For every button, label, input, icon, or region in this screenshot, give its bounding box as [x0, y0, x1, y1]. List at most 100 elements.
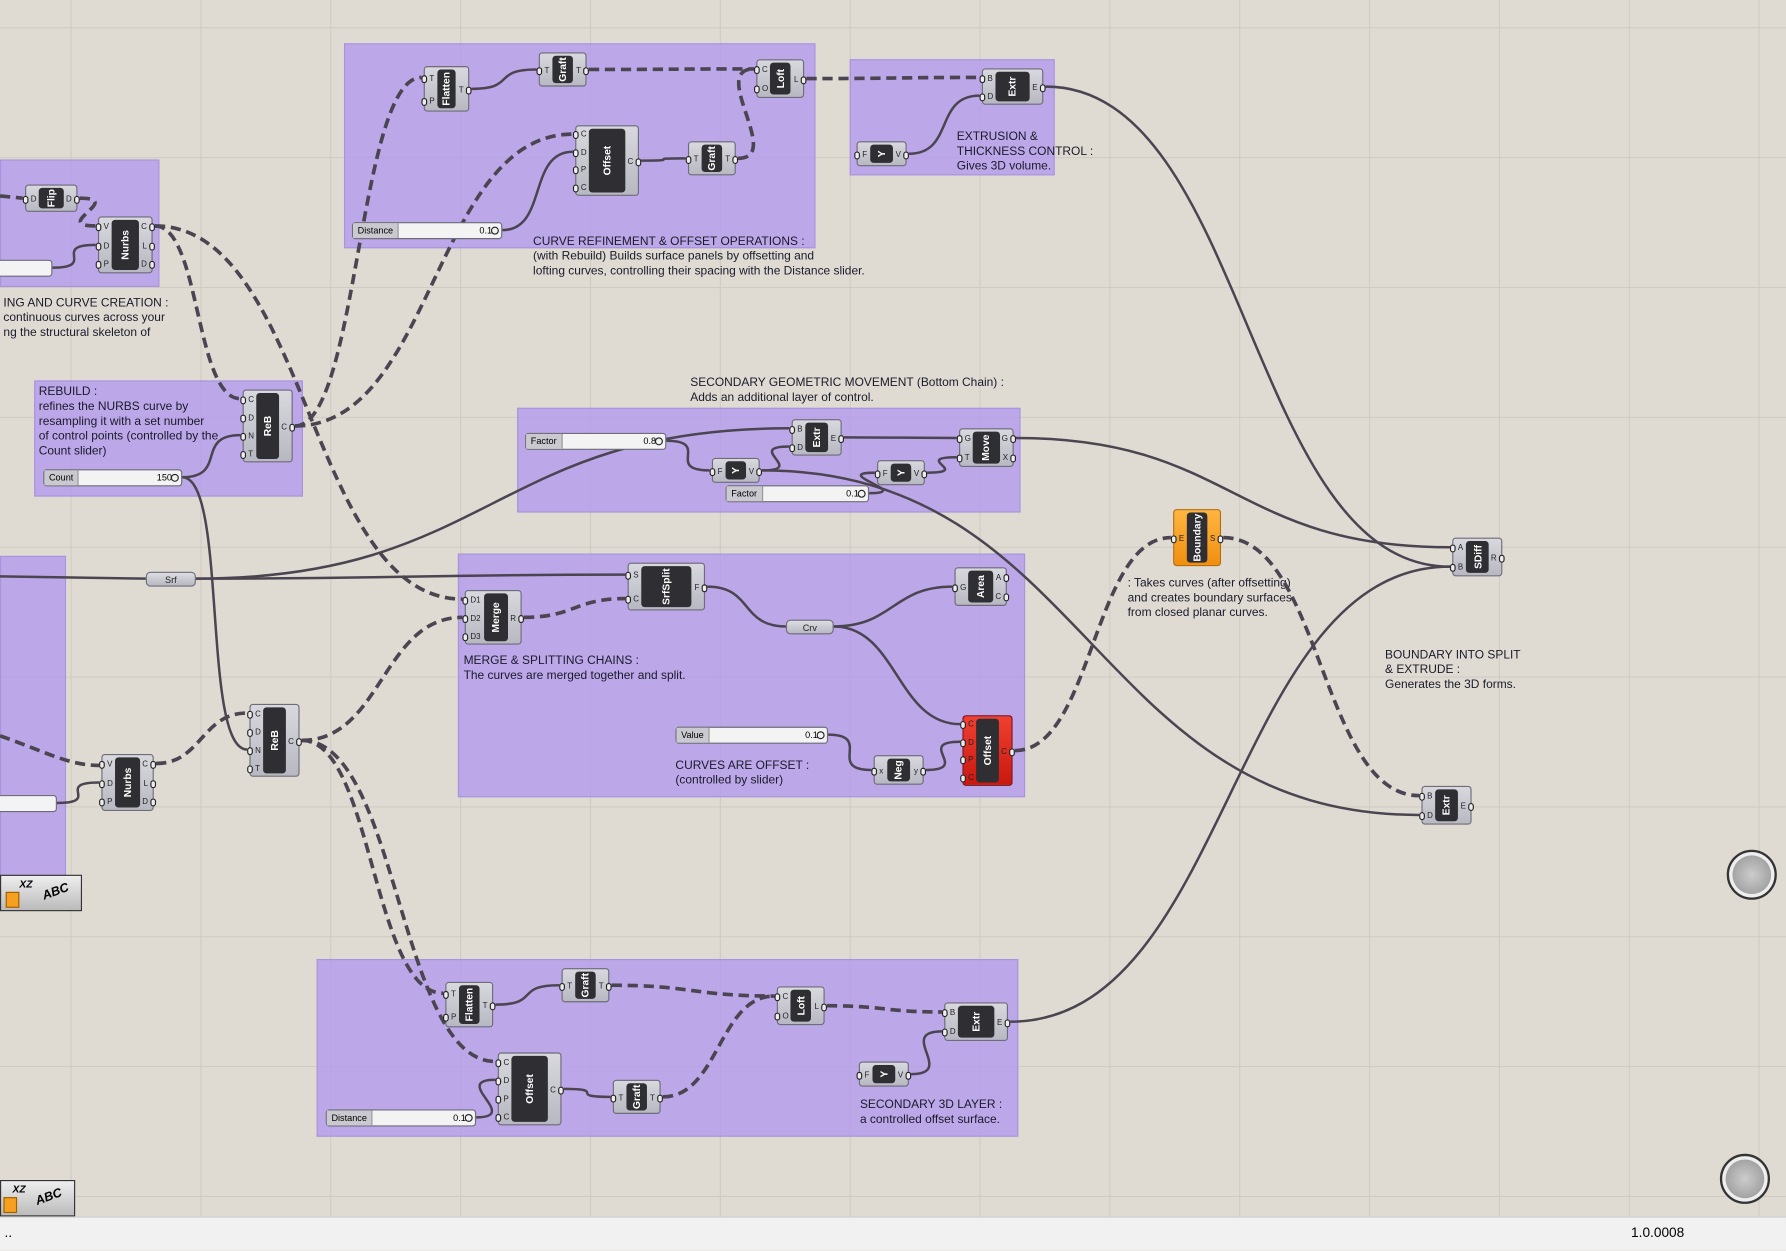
input-grip[interactable] [495, 1095, 502, 1104]
input-grip[interactable] [559, 982, 565, 991]
output-grip[interactable] [756, 467, 762, 476]
input-grip[interactable] [572, 166, 579, 175]
param-crv[interactable]: Crv [785, 619, 834, 635]
output-grip[interactable] [1009, 747, 1015, 756]
slider-knob-icon[interactable] [654, 437, 663, 446]
output-grip[interactable] [558, 1086, 564, 1095]
output-grip[interactable] [903, 150, 909, 159]
slider-knob-icon[interactable] [464, 1113, 473, 1122]
input-grip[interactable] [874, 469, 881, 478]
navigation-compass-icon[interactable] [1726, 849, 1777, 900]
input-grip[interactable] [1170, 534, 1177, 543]
output-grip[interactable] [1003, 593, 1010, 602]
input-grip[interactable] [572, 131, 579, 140]
input-grip[interactable] [856, 1071, 863, 1080]
input-grip[interactable] [854, 150, 860, 159]
input-grip[interactable] [240, 432, 247, 441]
input-grip[interactable] [960, 774, 966, 783]
input-grip[interactable] [247, 728, 253, 737]
input-grip[interactable] [247, 746, 253, 755]
input-grip[interactable] [462, 632, 469, 641]
output-grip[interactable] [1003, 574, 1010, 583]
input-grip[interactable] [495, 1058, 502, 1067]
output-grip[interactable] [1004, 1018, 1011, 1027]
slider-left2[interactable] [0, 795, 57, 813]
input-grip[interactable] [495, 1076, 502, 1085]
slider-knob-icon[interactable] [816, 731, 825, 740]
output-grip[interactable] [920, 767, 927, 776]
input-grip[interactable] [421, 97, 428, 106]
output-grip[interactable] [518, 614, 524, 623]
input-grip[interactable] [1419, 792, 1425, 801]
input-grip[interactable] [99, 760, 105, 769]
input-grip[interactable] [95, 242, 102, 251]
output-grip[interactable] [800, 75, 807, 84]
input-grip[interactable] [610, 1094, 617, 1102]
output-grip[interactable] [150, 760, 157, 769]
output-grip[interactable] [150, 798, 157, 807]
input-grip[interactable] [956, 435, 963, 444]
output-grip[interactable] [1217, 534, 1224, 543]
output-grip[interactable] [149, 223, 155, 232]
input-grip[interactable] [462, 596, 469, 605]
output-grip[interactable] [921, 469, 928, 478]
input-grip[interactable] [536, 66, 543, 75]
input-grip[interactable] [960, 721, 966, 730]
input-grip[interactable] [685, 155, 692, 164]
input-grip[interactable] [443, 1013, 449, 1022]
input-grip[interactable] [871, 767, 878, 776]
output-grip[interactable] [289, 423, 296, 432]
input-grip[interactable] [247, 710, 253, 719]
input-grip[interactable] [95, 261, 102, 269]
output-grip[interactable] [296, 737, 302, 746]
output-grip[interactable] [489, 1001, 496, 1010]
output-grip[interactable] [605, 982, 612, 991]
input-grip[interactable] [240, 414, 247, 422]
input-grip[interactable] [774, 1012, 781, 1021]
navigation-compass-icon-2[interactable] [1719, 1153, 1771, 1204]
input-grip[interactable] [99, 798, 105, 807]
input-grip[interactable] [22, 195, 29, 204]
output-grip[interactable] [635, 157, 642, 166]
output-grip[interactable] [583, 66, 589, 75]
input-grip[interactable] [754, 66, 760, 75]
output-grip[interactable] [732, 155, 739, 164]
output-grip[interactable] [74, 195, 80, 204]
input-grip[interactable] [495, 1113, 502, 1122]
input-grip[interactable] [240, 450, 247, 459]
input-grip[interactable] [1449, 563, 1456, 572]
input-grip[interactable] [941, 1009, 948, 1018]
input-grip[interactable] [789, 425, 796, 434]
slider-knob-icon[interactable] [170, 473, 179, 482]
input-grip[interactable] [960, 738, 966, 747]
input-grip[interactable] [247, 764, 253, 773]
output-grip[interactable] [1010, 454, 1016, 463]
